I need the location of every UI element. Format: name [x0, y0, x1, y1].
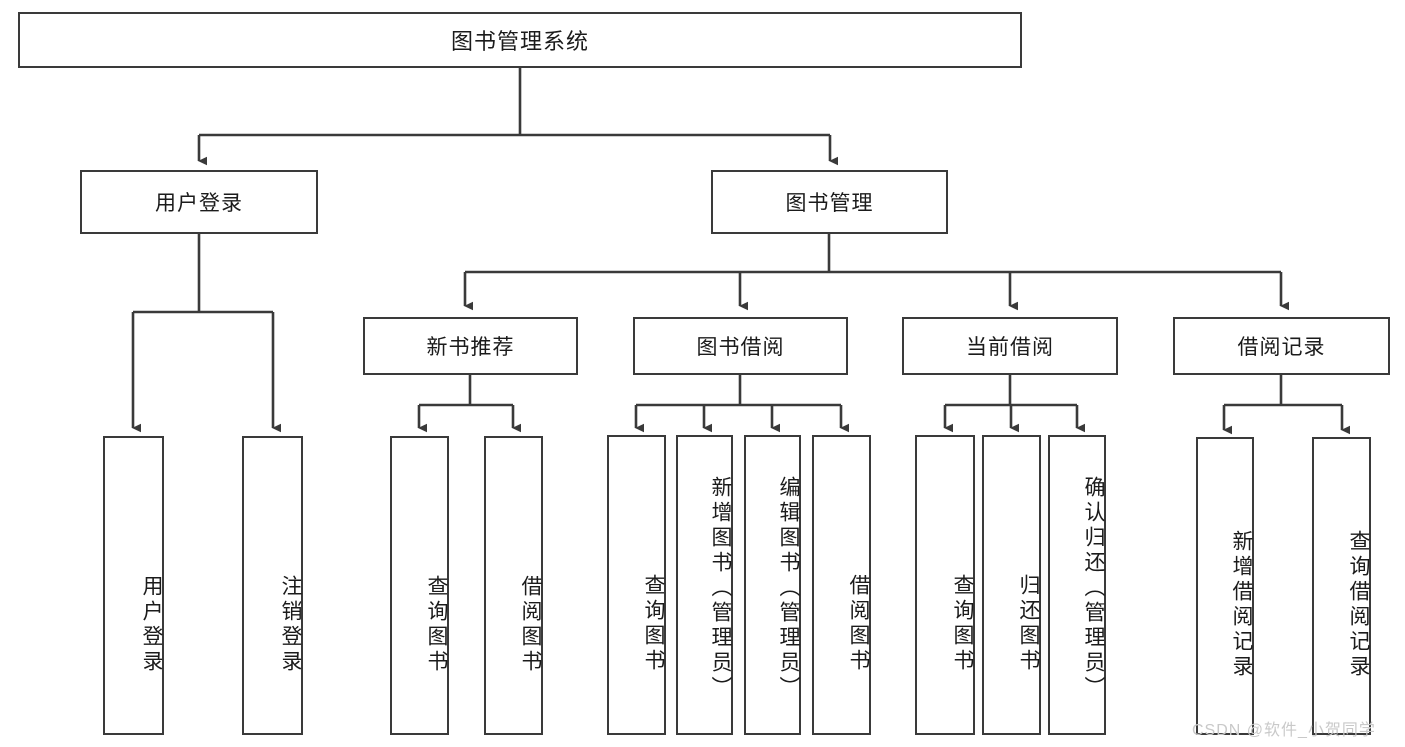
leaf-recommend-query-book[interactable]: 查询图书: [390, 436, 449, 735]
leaf-current-confirm-return-admin[interactable]: 确认归还（管理员）: [1048, 435, 1106, 735]
leaf-user-login-logout[interactable]: 注销登录: [242, 436, 303, 735]
node-current-borrow[interactable]: 当前借阅: [902, 317, 1118, 375]
leaf-recommend-borrow-book[interactable]: 借阅图书: [484, 436, 543, 735]
node-new-book-recommend[interactable]: 新书推荐: [363, 317, 578, 375]
node-book-borrow[interactable]: 图书借阅: [633, 317, 848, 375]
node-book-management[interactable]: 图书管理: [711, 170, 948, 234]
leaf-borrow-borrow-book[interactable]: 借阅图书: [812, 435, 871, 735]
csdn-watermark: CSDN @软件_小贺同学: [1192, 722, 1376, 739]
leaf-borrow-add-book-admin[interactable]: 新增图书（管理员）: [676, 435, 733, 735]
node-root-system[interactable]: 图书管理系统: [18, 12, 1022, 68]
leaf-borrow-edit-book-admin[interactable]: 编辑图书（管理员）: [744, 435, 801, 735]
node-borrow-record[interactable]: 借阅记录: [1173, 317, 1390, 375]
leaf-current-query-book[interactable]: 查询图书: [915, 435, 975, 735]
leaf-record-add-record[interactable]: 新增借阅记录: [1196, 437, 1254, 735]
leaf-borrow-query-book[interactable]: 查询图书: [607, 435, 666, 735]
leaf-user-login-login[interactable]: 用户登录: [103, 436, 164, 735]
leaf-current-return-book[interactable]: 归还图书: [982, 435, 1041, 735]
leaf-record-query-record[interactable]: 查询借阅记录: [1312, 437, 1371, 735]
node-user-login[interactable]: 用户登录: [80, 170, 318, 234]
